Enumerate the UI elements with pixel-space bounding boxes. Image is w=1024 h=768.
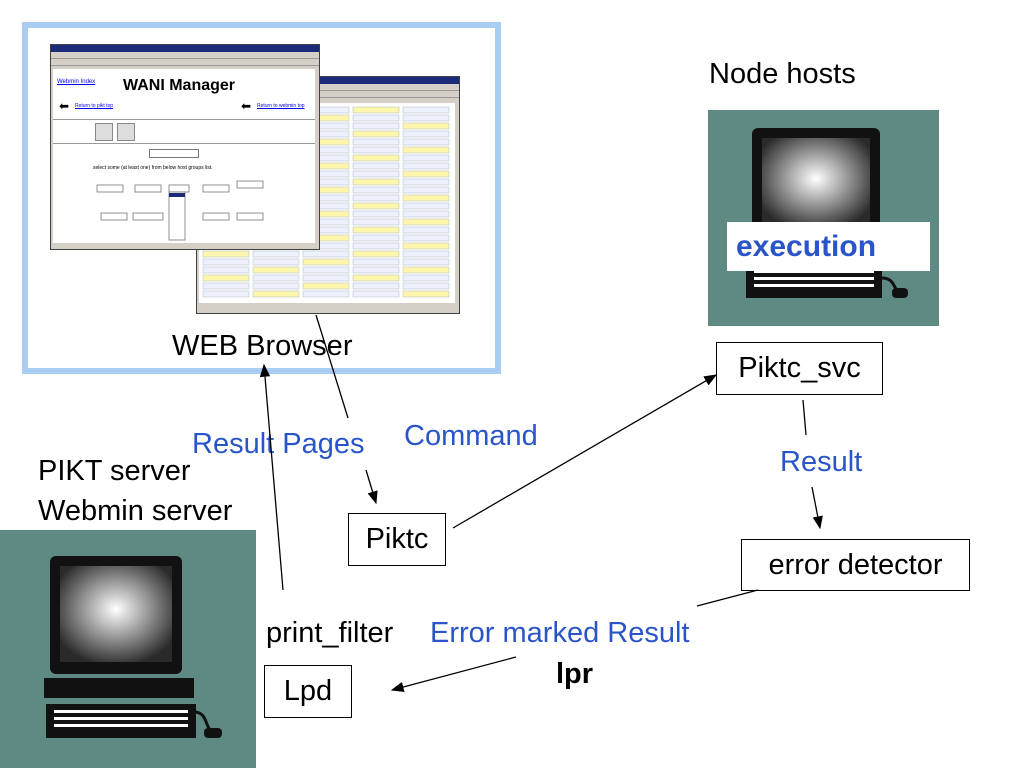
left-arrow-icon: ⬅: [59, 99, 70, 113]
error-detector-box: error detector: [741, 539, 970, 591]
toolbar-button[interactable]: [95, 123, 113, 141]
computer-icon: [746, 128, 908, 298]
result-arrow: [811, 486, 823, 530]
print-filter-label: print_filter: [266, 617, 394, 649]
error-marked-result-label: Error marked Result: [430, 617, 690, 649]
command-line-upper: [315, 314, 349, 419]
webmin-index-link[interactable]: Webmin Index: [57, 79, 96, 85]
error-marked-arrow: [390, 656, 517, 693]
command-label: Command: [404, 420, 538, 452]
toolbar-button-2[interactable]: [117, 123, 135, 141]
piktc-to-svc-arrow: [452, 374, 718, 529]
result-label: Result: [780, 446, 863, 478]
execution-label: execution: [736, 230, 877, 263]
webmin-server-label: Webmin server: [38, 495, 233, 527]
command-select[interactable]: [149, 149, 199, 158]
pikt-server-label: PIKT server: [38, 455, 191, 487]
select-instruction: select some (at least one) from below ho…: [93, 165, 213, 171]
piktc-box: Piktc: [348, 513, 446, 566]
browser-screenshot-frame: Webmin Index WANI Manager ⬅ Return to pi…: [22, 22, 501, 374]
host-group-selects[interactable]: [53, 177, 315, 243]
front-browser-window: Webmin Index WANI Manager ⬅ Return to pi…: [50, 44, 320, 250]
return-pikt-link[interactable]: Return to pikt top: [75, 103, 114, 109]
command-arrow: [365, 469, 378, 505]
execution-box: [727, 222, 930, 271]
result-pages-label: Result Pages: [192, 428, 365, 460]
lpr-label: lpr: [556, 658, 594, 690]
lpd-box: Lpd: [264, 665, 352, 718]
computer-icon: [44, 556, 222, 738]
error-line-upper: [696, 589, 759, 607]
wani-manager-title: WANI Manager: [123, 77, 236, 94]
result-pages-arrow: [259, 363, 284, 591]
node-hosts-title: Node hosts: [709, 58, 856, 90]
return-webmin-link[interactable]: Return to webmin top: [257, 103, 305, 109]
piktc-svc-box: Piktc_svc: [716, 342, 883, 395]
left-arrow-icon-2: ⬅: [241, 99, 252, 113]
result-line-upper: [802, 399, 807, 436]
